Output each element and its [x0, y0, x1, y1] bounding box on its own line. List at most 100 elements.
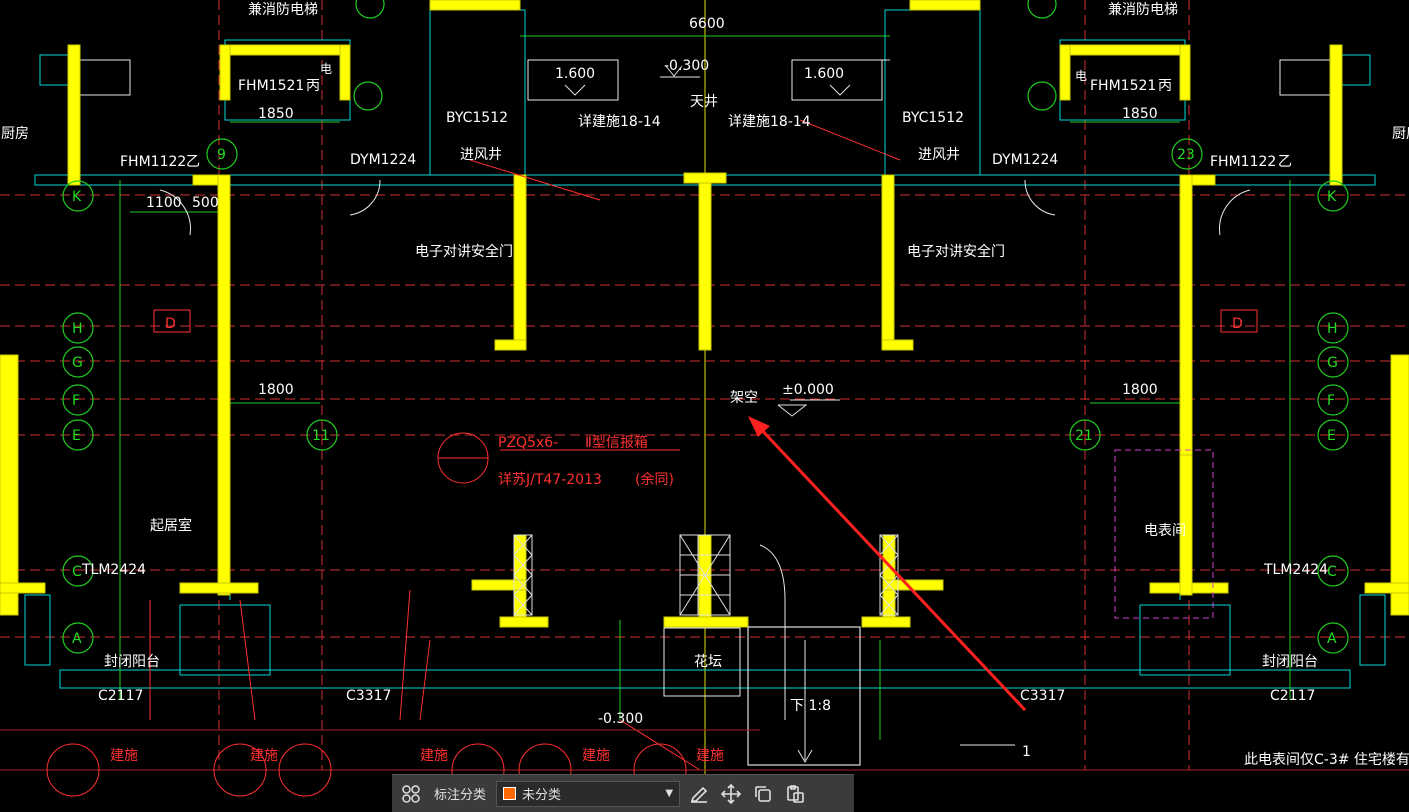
room-lines — [159, 59, 1251, 766]
axis-h-left: H — [72, 321, 83, 337]
window-c3317-left: C3317 — [346, 688, 391, 704]
balcony-right: 封闭阳台 — [1262, 654, 1318, 670]
door-tlm2424-right: TLM2424 — [1263, 562, 1328, 578]
door-fhm1521-left: FHM1521 — [238, 78, 304, 94]
label-one: 1 — [1022, 744, 1031, 760]
axis-g-right: G — [1327, 355, 1338, 371]
axis-h-right: H — [1327, 321, 1338, 337]
dim-500: 500 — [192, 195, 219, 211]
move-icon[interactable] — [718, 781, 744, 807]
axis-23: 23 — [1177, 147, 1195, 163]
window-byc1512-right: BYC1512 — [902, 110, 964, 126]
ground-elev: ±0.000 — [782, 382, 834, 398]
dim-1100: 1100 — [146, 195, 182, 211]
axis-a-left: A — [72, 631, 82, 647]
elev-1600-right: 1.600 — [804, 66, 844, 82]
paste-icon[interactable] — [782, 781, 808, 807]
window-c3317-right: C3317 — [1020, 688, 1065, 704]
living-room-label: 起居室 — [150, 517, 192, 534]
elec-left: 电 — [320, 62, 332, 76]
construction-4: 建施 — [582, 748, 610, 764]
grid-icon[interactable] — [398, 781, 424, 807]
vent-shaft-left: 进风井 — [460, 147, 502, 163]
mailbox-code: PZQ5x6- — [498, 435, 558, 451]
window-c2117-left: C2117 — [98, 688, 143, 704]
class-b-left: 乙 — [186, 154, 200, 170]
door-fhm1122-left: FHM1122 — [120, 154, 186, 170]
window-byc1512-left: BYC1512 — [446, 110, 508, 126]
red-leaders — [0, 119, 1409, 771]
meter-room-label: 电表间 — [1144, 523, 1186, 539]
fire-elevator-label-right: 兼消防电梯 — [1108, 2, 1178, 18]
meter-note: 此电表间仅C-3# 住宅楼有 — [1244, 752, 1409, 768]
elec-right: 电 — [1075, 69, 1087, 83]
door-fhm1122-right: FHM1122 — [1210, 154, 1276, 170]
dim-1800-left: 1800 — [258, 382, 294, 398]
axis-k-left: K — [72, 189, 82, 205]
axis-11: 11 — [312, 428, 330, 444]
d-tag-right: D — [1232, 316, 1243, 332]
detail-bubbles — [46, 309, 1258, 797]
axis-g-left: G — [72, 355, 83, 371]
axis-c-right: C — [1327, 564, 1337, 580]
annotation-toolbar: 标注分类 未分类 ▼ — [392, 774, 854, 812]
door-fhm1521-right: FHM1521 — [1090, 78, 1156, 94]
dim-1800-right: 1800 — [1122, 382, 1158, 398]
detail-ref-right: 详建施18-14 — [728, 114, 811, 130]
axis-c-left: C — [72, 564, 82, 580]
axis-21: 21 — [1075, 428, 1093, 444]
walls — [0, 0, 1409, 628]
window-c2117-right: C2117 — [1270, 688, 1315, 704]
planter-label: 花坛 — [694, 654, 722, 670]
category-value: 未分类 — [522, 788, 562, 803]
axis-9: 9 — [217, 147, 226, 163]
elev-1600-left: 1.600 — [555, 66, 595, 82]
ramp-label: 下 1:8 — [790, 698, 831, 714]
kitchen-right: 厨房 — [1392, 126, 1409, 142]
shaft-label: 天井 — [690, 94, 718, 110]
vent-shaft-right: 进风井 — [918, 147, 960, 163]
class-b-right: 乙 — [1278, 154, 1292, 170]
door-tlm2424-left: TLM2424 — [81, 562, 146, 578]
axis-e-right: E — [1327, 428, 1336, 444]
fire-elevator-label-left: 兼消防电梯 — [248, 2, 318, 18]
dim-1850-right: 1850 — [1122, 106, 1158, 122]
elev-m0300-bottom: -0.300 — [598, 711, 643, 727]
construction-2: 建施 — [250, 748, 278, 764]
text-labels: 6600 兼消防电梯 兼消防电梯 FHM1521 丙 电 FHM1521 丙 电… — [1, 2, 1409, 768]
security-door-left: 电子对讲安全门 — [415, 243, 513, 260]
axis-e-left: E — [72, 428, 81, 444]
axis-bubbles — [62, 0, 1349, 654]
class-c-left: 丙 — [306, 78, 320, 94]
class-c-right: 丙 — [1158, 78, 1172, 94]
same-note: (余同) — [635, 471, 674, 488]
edit-icon[interactable] — [686, 781, 712, 807]
mailbox-type: Ⅱ型信报箱 — [585, 435, 648, 451]
category-label: 标注分类 — [434, 788, 487, 803]
axis-f-right: F — [1327, 393, 1335, 409]
d-tag-left: D — [165, 316, 176, 332]
color-swatch — [503, 787, 517, 800]
construction-1: 建施 — [110, 748, 138, 764]
copy-icon[interactable] — [750, 781, 776, 807]
annotation-arrow — [748, 416, 1027, 712]
door-dym1224-left: DYM1224 — [350, 152, 416, 168]
axis-a-right: A — [1327, 631, 1337, 647]
detail-ref-left: 详建施18-14 — [578, 114, 661, 130]
door-dym1224-right: DYM1224 — [992, 152, 1058, 168]
top-dim-6600: 6600 — [689, 16, 725, 32]
dim-1850-left: 1850 — [258, 106, 294, 122]
chevron-down-icon: ▼ — [665, 788, 674, 799]
mailbox-ref: 详苏J/T47-2013 — [498, 472, 602, 488]
construction-5: 建施 — [696, 748, 724, 764]
dimension-lines — [119, 35, 1291, 740]
construction-3: 建施 — [420, 748, 448, 764]
category-select[interactable]: 未分类 ▼ — [496, 780, 681, 807]
overhead-label: 架空 — [730, 390, 758, 406]
security-door-right: 电子对讲安全门 — [907, 243, 1005, 260]
meter-room-outline — [1114, 449, 1214, 619]
kitchen-left: 厨房 — [1, 126, 29, 142]
axis-k-right: K — [1327, 189, 1337, 205]
